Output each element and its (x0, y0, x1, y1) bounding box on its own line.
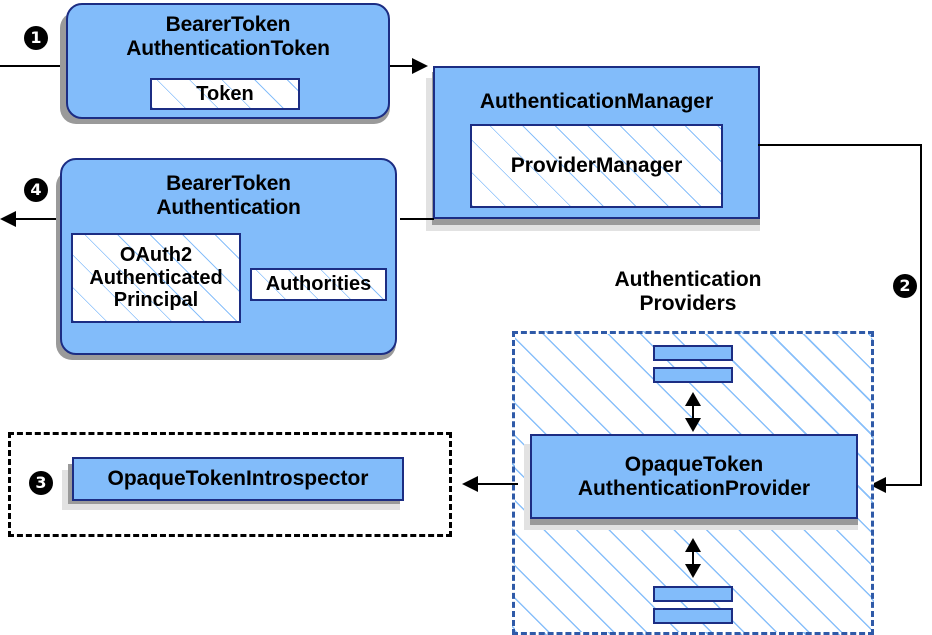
interface-bar-bottom-1 (653, 586, 733, 602)
node-opaque-token-introspector[interactable]: OpaqueTokenIntrospector (72, 457, 404, 501)
arrow-right-to-provider (870, 477, 886, 493)
provider-title-line-1: OpaqueToken (624, 452, 764, 476)
step-badge-1: 1 (24, 26, 48, 50)
step-badge-2: 2 (893, 274, 917, 298)
principal-line-3: Principal (113, 289, 199, 312)
arrow-provider-to-introspector (462, 476, 478, 492)
title-line-1: BearerToken (166, 172, 291, 195)
arrow-authentication-out (0, 211, 16, 227)
connector-provider-to-introspector (478, 483, 518, 485)
connector-authentication-out (16, 218, 66, 220)
interface-bar-top-1 (653, 345, 733, 361)
node-opaque-token-authentication-provider[interactable]: OpaqueToken AuthenticationProvider (530, 434, 858, 519)
connector-top-link (692, 398, 694, 420)
title-line-2: Authentication (156, 195, 301, 219)
step-badge-3: 3 (29, 471, 53, 495)
title-line-1: BearerToken (165, 13, 291, 36)
interface-bar-top-2 (653, 367, 733, 383)
connector-right-to-provider (886, 484, 922, 486)
connector-request-in (0, 65, 70, 67)
introspector-title: OpaqueTokenIntrospector (107, 467, 369, 491)
connector-manager-right (758, 144, 922, 146)
principal-line-1: OAuth2 (119, 244, 193, 267)
region-opaque-token-introspector (8, 432, 452, 537)
step-badge-4: 4 (24, 178, 48, 202)
bearer-token-authentication-title: BearerToken Authentication (62, 172, 395, 219)
group-label-authentication-providers: Authentication Providers (513, 268, 863, 316)
connector-bottom-link (692, 544, 694, 566)
arrow-token-to-manager (412, 58, 428, 74)
principal-line-2: Authenticated (89, 266, 223, 289)
arrow-down-top-link (685, 418, 701, 432)
interface-bar-bottom-2 (653, 608, 733, 624)
group-label-line-1: Authentication (614, 268, 762, 291)
field-provider-manager: ProviderManager (470, 124, 723, 208)
field-token: Token (150, 78, 300, 110)
field-authorities: Authorities (250, 268, 387, 301)
connector-manager-to-authentication (400, 218, 434, 220)
connector-right-down (920, 144, 922, 485)
bearer-token-authentication-token-title: BearerToken AuthenticationToken (68, 13, 388, 60)
field-oauth2-authenticated-principal: OAuth2 Authenticated Principal (71, 233, 241, 323)
authentication-manager-title: AuthenticationManager (479, 90, 714, 113)
provider-title-line-2: AuthenticationProvider (577, 476, 811, 500)
title-line-2: AuthenticationToken (126, 36, 330, 60)
arrow-down-bottom-link (685, 564, 701, 578)
connector-token-to-manager (390, 65, 418, 67)
group-label-line-2: Providers (639, 291, 737, 315)
